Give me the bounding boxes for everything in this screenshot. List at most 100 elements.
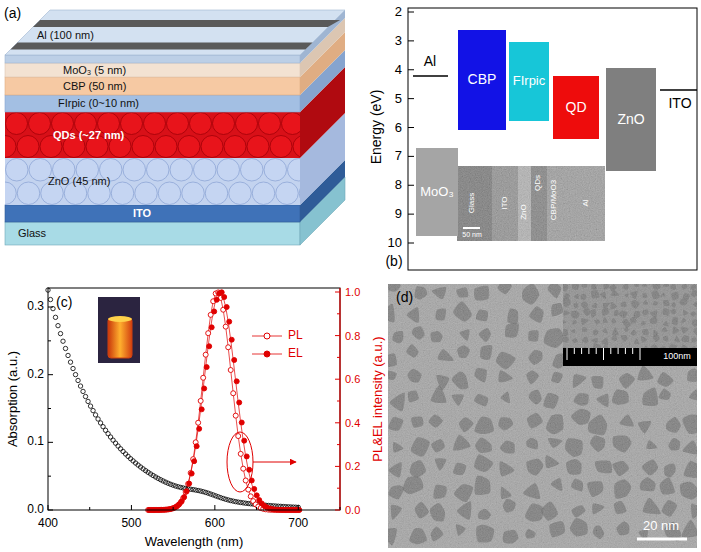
- el-point: [207, 344, 212, 349]
- absorption-point: [81, 389, 85, 393]
- absorption-point: [93, 413, 97, 417]
- tem-ground: [388, 284, 697, 548]
- el-point: [212, 309, 217, 314]
- el-point: [244, 454, 249, 459]
- nanoparticle: [111, 182, 134, 205]
- zno-slab: [5, 158, 300, 205]
- al-strip: [10, 42, 312, 49]
- el-point: [192, 459, 197, 464]
- nanoparticle: [205, 182, 228, 205]
- tick-label: 0.4: [345, 417, 360, 429]
- absorption-point: [116, 444, 120, 448]
- absorption-point: [63, 346, 67, 350]
- pl-curve: [148, 292, 298, 510]
- tick-mark: [48, 408, 51, 409]
- ruler-tick: [640, 348, 641, 360]
- pl-point: [186, 481, 191, 486]
- layer-label: MoO₃ (5 nm): [63, 64, 126, 76]
- electrode-layer: Al (100 nm): [34, 28, 234, 42]
- tick-label: 0.0: [27, 503, 44, 516]
- absorption-point: [58, 331, 62, 335]
- tick-label: 8: [395, 178, 402, 192]
- energy-level-box: CBP: [458, 30, 506, 130]
- layer-label: CBP (50 nm): [63, 80, 126, 92]
- nanoparticle: [194, 159, 217, 182]
- el-point: [184, 489, 189, 494]
- tick-mark: [337, 401, 340, 402]
- zno-particles: [5, 159, 300, 205]
- layer-label: Al: [582, 199, 591, 206]
- right-axis: [339, 288, 340, 510]
- tick-mark: [335, 292, 340, 293]
- nanoparticle: [282, 113, 301, 135]
- nanoparticle: [144, 113, 166, 135]
- sem-inset: [457, 166, 605, 241]
- pl-point: [238, 451, 243, 456]
- tick-mark: [408, 127, 414, 128]
- el-point: [219, 290, 224, 295]
- tick-mark: [337, 313, 340, 314]
- tick-label: 700: [288, 517, 308, 530]
- ruler-ticks: [567, 348, 640, 360]
- el-point: [202, 386, 207, 391]
- pl-point: [236, 434, 241, 439]
- layer-label: ITO: [133, 207, 151, 219]
- nanoparticle: [213, 113, 235, 135]
- el-point: [224, 305, 229, 310]
- pl-point: [228, 368, 233, 373]
- nanocrystals: [563, 284, 697, 348]
- pl-point: [196, 420, 201, 425]
- nanoparticle: [5, 182, 16, 205]
- nanoparticle: [270, 136, 292, 158]
- tick-mark: [408, 156, 414, 157]
- spectra-curves: [46, 288, 302, 513]
- absorption-point: [123, 452, 127, 456]
- panel-label: (a): [4, 6, 21, 21]
- device-stack: [0, 10, 345, 245]
- absorption-point: [83, 394, 87, 398]
- tick-mark: [256, 507, 257, 510]
- absorption-point: [121, 449, 125, 453]
- layer-label: QDs: [534, 175, 543, 191]
- panel-label: (c): [56, 295, 72, 310]
- glass-slab: [5, 222, 300, 245]
- electrode-label: ITO: [668, 96, 691, 111]
- el-point: [189, 471, 194, 476]
- tick-mark: [337, 444, 340, 445]
- nanoparticle: [190, 113, 212, 135]
- nanoparticle: [29, 113, 51, 135]
- layer-label: ITO: [501, 196, 510, 209]
- anode-layer: ITO: [130, 205, 230, 222]
- absorption-point: [76, 378, 80, 382]
- absorption-point: [48, 297, 52, 301]
- ruler-tick: [567, 348, 568, 360]
- layer-label: MoO₃: [420, 185, 453, 199]
- el-point: [232, 358, 237, 363]
- pl-point: [198, 398, 203, 403]
- legend-text: EL: [288, 347, 303, 360]
- quantum-dot-layer: QDs (~27 nm): [50, 112, 250, 158]
- tick-label: 0.6: [345, 373, 360, 385]
- nanoparticle: [178, 136, 200, 158]
- el-point: [254, 493, 259, 498]
- nanoparticle: [224, 136, 246, 158]
- legend-marker: [264, 333, 270, 339]
- pl-point: [183, 490, 188, 495]
- nanoparticle: [132, 136, 154, 158]
- nanoparticle: [252, 182, 275, 205]
- pl-point: [206, 331, 211, 336]
- layer-label: ZnO: [617, 112, 644, 127]
- el-point: [229, 337, 234, 342]
- scale-label: 50 nm: [462, 231, 481, 239]
- substrate-layer: Glass: [15, 222, 115, 245]
- axis-title: Energy (eV): [369, 90, 384, 165]
- absorption-point: [61, 339, 65, 343]
- tick-mark: [408, 69, 414, 70]
- tick-mark: [173, 507, 174, 510]
- pl-point: [203, 352, 208, 357]
- scale-bar: [463, 227, 480, 229]
- layer-label: ZnO: [520, 204, 529, 220]
- vial-photo: [98, 297, 140, 363]
- scale-label: 100nm: [663, 352, 691, 362]
- tick-mark: [408, 98, 414, 99]
